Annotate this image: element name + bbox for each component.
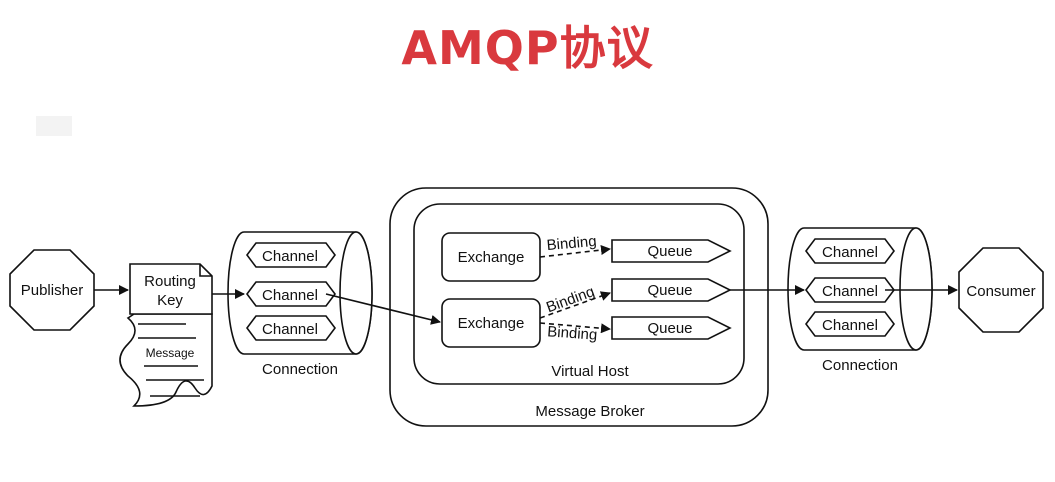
connection-left: Channel Channel Channel Connection	[227, 231, 373, 378]
page-title: AMQP协议	[401, 21, 654, 75]
channel-left-1-label: Channel	[262, 248, 318, 265]
publisher-label: Publisher	[21, 282, 84, 299]
queue-1-label: Queue	[647, 243, 692, 260]
binding-3: Binding	[539, 322, 611, 344]
connection-left-label: Connection	[262, 361, 338, 378]
queue-1: Queue	[611, 239, 732, 263]
binding-1: Binding	[539, 233, 611, 258]
arrow-channel-to-exchange	[325, 293, 441, 325]
queue-2: Queue	[611, 278, 732, 302]
binding-3-label: Binding	[547, 323, 598, 343]
queue-3-label: Queue	[647, 320, 692, 337]
exchange-1: Exchange	[441, 232, 541, 282]
channel-left-1	[246, 242, 336, 268]
channel-right-2-label: Channel	[822, 283, 878, 300]
channel-left-3	[246, 315, 336, 341]
channel-left-2	[246, 281, 336, 307]
binding-1-label: Binding	[546, 233, 597, 254]
channel-right-3-label: Channel	[822, 317, 878, 334]
consumer-label: Consumer	[966, 283, 1035, 300]
message-scroll: Message	[119, 313, 213, 407]
channel-left-2-label: Channel	[262, 287, 318, 304]
publisher-node: Publisher	[9, 249, 95, 331]
exchange-1-label: Exchange	[458, 249, 525, 266]
virtual-host-label: Virtual Host	[551, 363, 629, 380]
queue-2-label: Queue	[647, 282, 692, 299]
routing-key-document: Routing Key	[129, 263, 213, 315]
queue-3: Queue	[611, 316, 732, 340]
channel-left-3-label: Channel	[262, 321, 318, 338]
faint-artifact	[36, 116, 72, 136]
exchange-2-label: Exchange	[458, 315, 525, 332]
connection-right-label: Connection	[822, 357, 898, 374]
routing-key-line2: Key	[157, 292, 183, 309]
channel-right-1	[805, 238, 895, 264]
message-label: Message	[146, 346, 195, 360]
channel-right-3	[805, 311, 895, 337]
channel-right-1-label: Channel	[822, 244, 878, 261]
routing-key-line1: Routing	[144, 273, 196, 290]
exchange-2: Exchange	[441, 298, 541, 348]
consumer-node: Consumer	[958, 247, 1044, 333]
message-broker-label: Message Broker	[535, 403, 644, 420]
connection-right: Channel Channel Channel Connection	[787, 227, 933, 374]
